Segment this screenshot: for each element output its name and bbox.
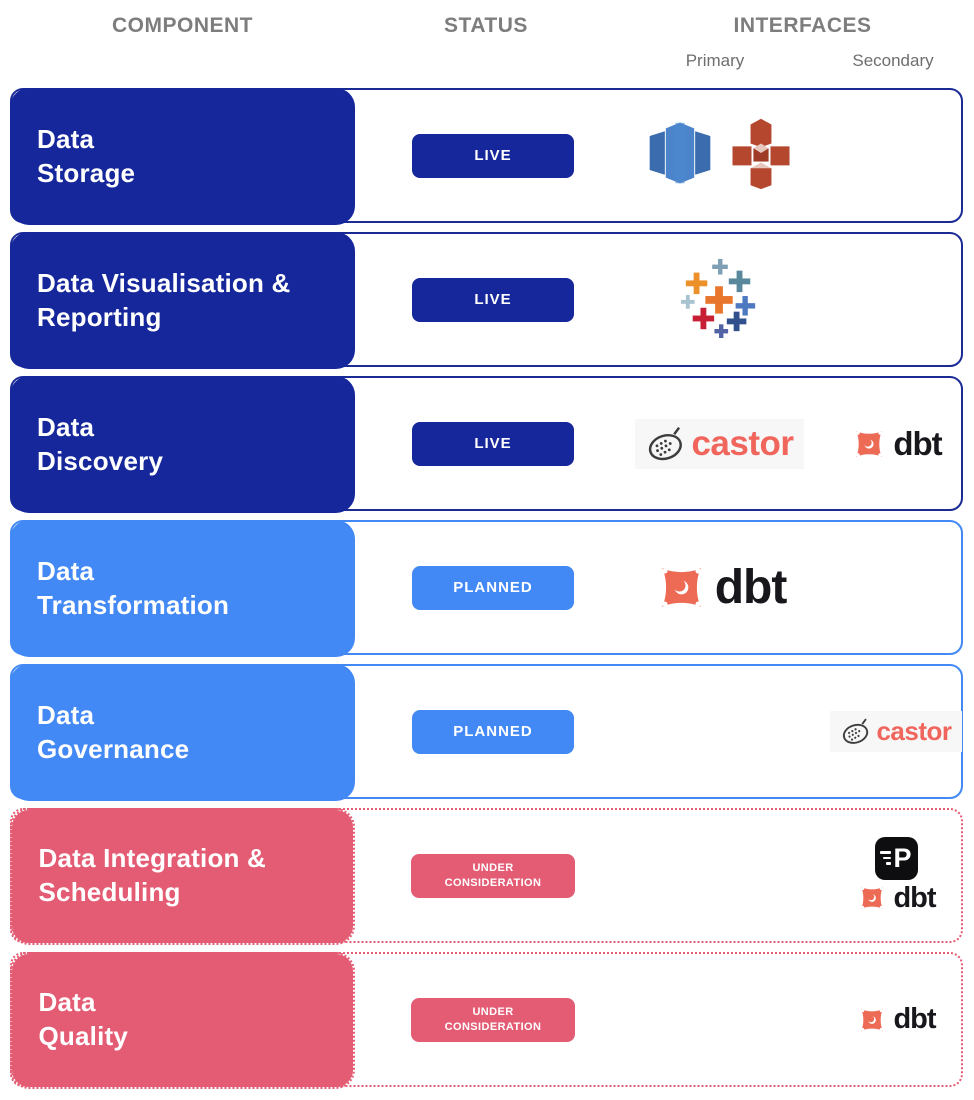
secondary-interfaces-cell (817, 522, 974, 653)
component-label-line2: Governance (37, 733, 190, 764)
status-badge-live: LIVE (412, 277, 574, 322)
dbt-wordmark: dbt (893, 1003, 936, 1035)
primary-interfaces-cell: castor (622, 378, 817, 509)
prefect-letter: P (893, 842, 912, 873)
secondary-interfaces-cell: castor (817, 666, 974, 797)
status-badge-planned: PLANNED (412, 709, 574, 754)
amazon-redshift-icon (644, 115, 716, 196)
component-label-data-transformation: Data Transformation (10, 520, 355, 657)
primary-interfaces-cell (622, 954, 817, 1085)
component-label-line2: Scheduling (38, 877, 181, 907)
dbt-icon (861, 887, 884, 909)
component-label-data-governance: Data Governance (10, 664, 355, 801)
dbt-logo: dbt (653, 559, 787, 616)
status-badge-live: LIVE (412, 421, 574, 466)
component-label-line1: Data (37, 411, 95, 442)
component-label-data-storage: Data Storage (10, 88, 355, 225)
primary-interfaces-cell (622, 810, 817, 941)
component-label-line1: Data Visualisation & (37, 267, 291, 298)
row-data-storage: Data Storage LIVE (10, 88, 963, 225)
component-label-line2: Discovery (37, 445, 164, 476)
primary-interfaces-cell (622, 234, 817, 365)
component-label-line1: Data (37, 555, 95, 586)
primary-interfaces-cell (622, 666, 817, 797)
row-data-visualisation-reporting: Data Visualisation & Reporting LIVE (10, 232, 963, 369)
secondary-interfaces-cell (817, 234, 974, 365)
component-label-data-visualisation-reporting: Data Visualisation & Reporting (10, 232, 355, 369)
amazon-s3-icon (726, 115, 796, 196)
castor-logo: castor (635, 418, 804, 469)
secondary-interfaces-cell: P dbt (817, 810, 974, 941)
dbt-logo: dbt (850, 424, 943, 463)
secondary-interfaces-cell: dbt (817, 954, 974, 1085)
column-header-component: COMPONENT (112, 14, 253, 37)
component-label-line2: Storage (37, 157, 136, 188)
dbt-icon (861, 1008, 884, 1031)
status-badge-under-consideration: UNDER CONSIDERATION (411, 997, 575, 1042)
dbt-logo: dbt (856, 881, 937, 915)
status-badge-planned: PLANNED (412, 565, 574, 610)
table-header: COMPONENT STATUS INTERFACES Primary Seco… (0, 0, 974, 88)
primary-interfaces-cell (622, 90, 817, 221)
component-label-data-integration-scheduling: Data Integration & Scheduling (9, 807, 355, 945)
secondary-interfaces-cell: dbt (817, 378, 974, 509)
row-data-discovery: Data Discovery LIVE (10, 376, 963, 513)
row-data-integration-scheduling: Data Integration & Scheduling UNDER CONS… (9, 807, 963, 945)
castor-wordmark: castor (691, 423, 794, 463)
component-label-data-discovery: Data Discovery (10, 376, 355, 513)
component-label-line1: Data Integration & (38, 843, 267, 874)
prefect-speed-lines (880, 851, 892, 865)
row-data-quality: Data Quality UNDER CONSIDERATION (9, 951, 963, 1089)
castor-icon (649, 426, 683, 460)
component-label-line1: Data (37, 123, 95, 154)
castor-icon (843, 718, 869, 744)
row-data-governance: Data Governance PLANNED (10, 664, 963, 801)
castor-wordmark: castor (876, 716, 952, 746)
component-label-line1: Data (38, 987, 96, 1018)
component-label-line2: Transformation (37, 589, 230, 620)
row-data-transformation: Data Transformation PLANNED dbt (10, 520, 963, 657)
subcolumn-header-secondary: Secondary (852, 51, 934, 70)
status-badge-live: LIVE (412, 133, 574, 178)
column-header-interfaces: INTERFACES (733, 14, 872, 37)
subcolumn-header-primary: Primary (685, 51, 745, 70)
status-badge-under-consideration: UNDER CONSIDERATION (411, 853, 575, 898)
dbt-wordmark: dbt (893, 424, 942, 462)
component-label-line2: Quality (38, 1021, 129, 1051)
dbt-icon (856, 430, 883, 457)
prefect-icon: P (874, 836, 918, 880)
primary-interfaces-cell: dbt (622, 522, 817, 653)
column-header-status: STATUS (444, 14, 528, 37)
tableau-icon (679, 256, 761, 343)
dbt-wordmark: dbt (893, 881, 936, 914)
dbt-icon (661, 568, 701, 607)
dbt-logo: dbt (856, 1003, 937, 1036)
secondary-interfaces-cell (817, 90, 974, 221)
component-label-data-quality: Data Quality (9, 951, 355, 1089)
component-label-line2: Reporting (37, 301, 162, 332)
component-label-line1: Data (37, 699, 95, 730)
castor-logo: castor (830, 711, 962, 752)
dbt-wordmark: dbt (714, 561, 788, 614)
